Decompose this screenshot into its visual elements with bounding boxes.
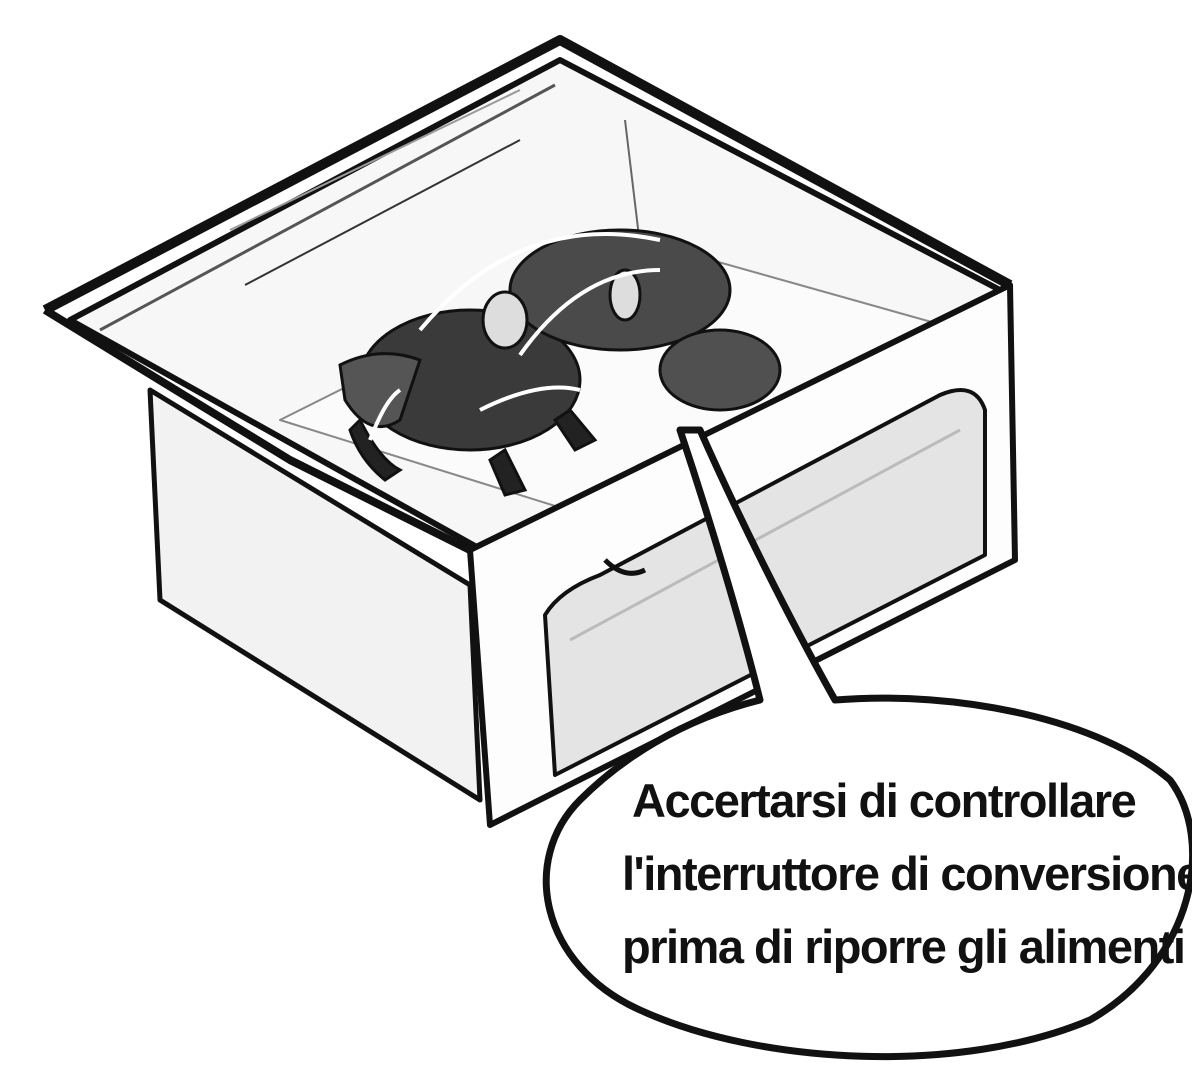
callout-line-3: prima di riporre gli alimenti bbox=[622, 920, 1184, 973]
callout-line-2: l'interruttore di conversione bbox=[622, 847, 1192, 900]
callout-line-1: Accertarsi di controllare bbox=[632, 774, 1136, 827]
